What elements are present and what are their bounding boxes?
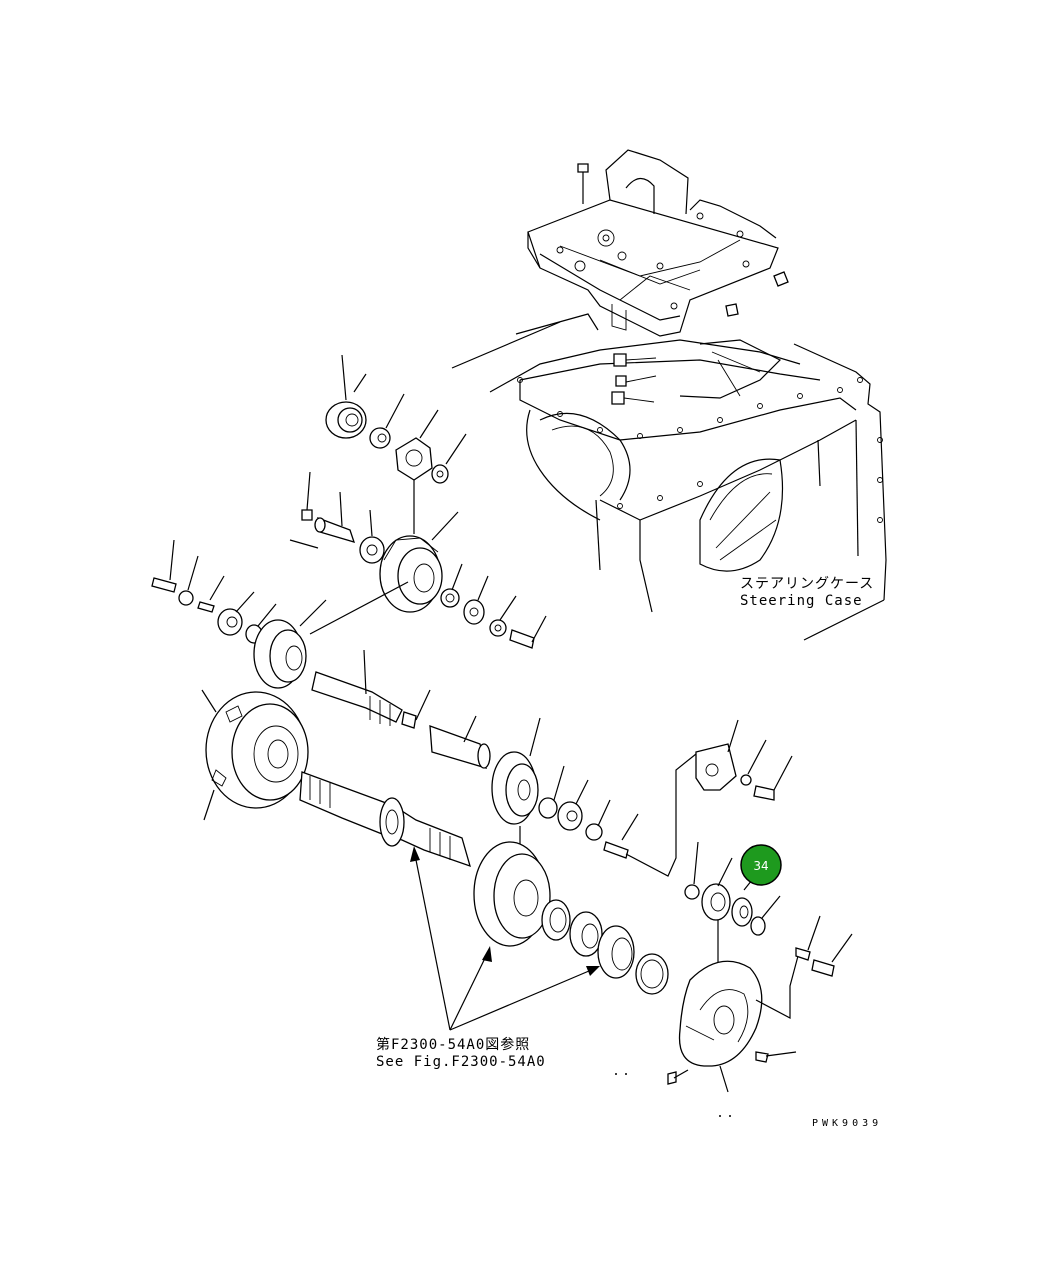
gear-train-middle xyxy=(311,649,697,877)
gear-train-lower xyxy=(473,841,669,995)
clutch-drum xyxy=(201,689,309,821)
valve-fasteners xyxy=(611,353,657,405)
output-shaft xyxy=(299,771,600,1031)
reference-label-jp: 第F2300-54A0図参照 xyxy=(376,1036,530,1053)
callout-34-number[interactable]: 34 xyxy=(753,859,768,873)
control-valve-assembly xyxy=(527,149,789,337)
gear-train-upper-left xyxy=(151,354,547,689)
steering-case-label-en: Steering Case xyxy=(740,593,863,609)
carrier-assembly xyxy=(615,719,853,1117)
steering-case-label-jp: ステアリングケース xyxy=(740,576,874,592)
drawing-code: PWK9039 xyxy=(812,1118,882,1129)
reference-label-en: See Fig.F2300-54A0 xyxy=(376,1054,546,1070)
callout-34[interactable]: 34 xyxy=(740,844,782,891)
steering-case xyxy=(451,313,887,641)
callout-34-marker[interactable] xyxy=(740,844,782,886)
